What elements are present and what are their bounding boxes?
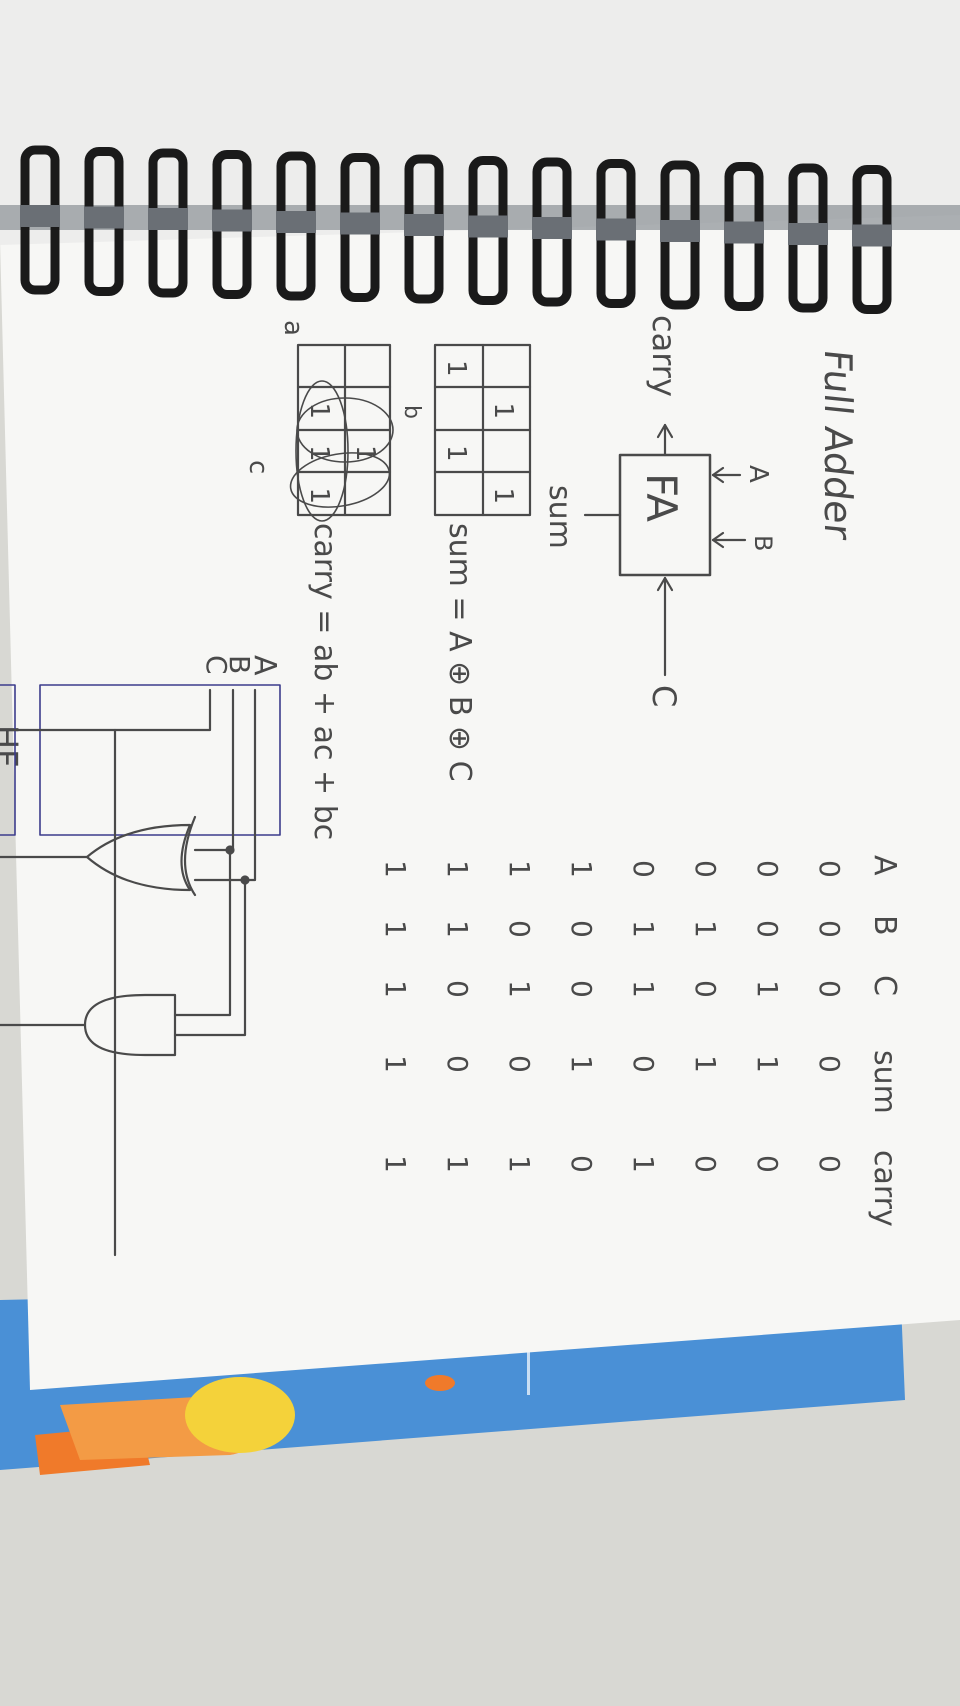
kmap-cell: 1 [441,360,471,377]
spiral-ring [532,157,572,307]
truth-table-cell: 1 [379,1055,412,1073]
truth-table-header: B [867,915,902,936]
truth-table-cell: 0 [627,860,660,878]
truth-table-cell: 0 [441,1055,474,1073]
truth-table-cell: 0 [503,920,536,938]
truth-table-cell: 1 [689,1055,722,1073]
truth-table-cell: 0 [813,980,846,998]
spiral-ring [20,145,60,295]
truth-table-cell: 1 [751,980,784,998]
spiral-ring [84,147,124,296]
full-adder-circuit: A B C HF HF [0,655,282,1257]
fa-input-b-label: B [749,535,777,551]
circuit-input-a: A [247,655,282,676]
truth-table-cell: 1 [565,1055,598,1073]
kmap-sum: 1 1 1 1 sum = A ⊕ B ⊕ C [433,343,532,782]
truth-table-header: carry [867,1150,902,1227]
fa-carry-label: carry [645,315,683,397]
truth-table-cell: 0 [813,920,846,938]
handwritten-notes: Full Adder FA A B C carry sum ABCsumcarr… [0,315,902,1257]
spiral-ring [468,156,508,305]
truth-table-cell: 1 [751,1055,784,1073]
truth-table-cell: 0 [565,920,598,938]
truth-table-cell: 0 [751,920,784,938]
half-adder-1-label: HF [0,725,25,767]
half-adder-1-box [39,684,281,836]
truth-table-cell: 1 [503,1155,536,1173]
truth-table-header: sum [867,1050,902,1114]
truth-table-cell: 1 [379,1155,412,1173]
kmap-cell: 1 [304,403,334,420]
fa-input-a-label: A [743,465,773,483]
spiral-ring [660,160,700,310]
truth-table-cell: 0 [565,980,598,998]
spiral-ring [788,163,828,313]
spiral-ring [276,151,316,301]
truth-table-cell: 0 [813,1155,846,1173]
truth-table-cell: 0 [751,860,784,878]
truth-table-cell: 1 [627,1155,660,1173]
fa-sum-label: sum [542,485,577,549]
truth-table-cell: 1 [503,980,536,998]
truth-table-cell: 0 [751,1155,784,1173]
spiral-ring [724,162,764,311]
truth-table-cell: 1 [565,860,598,878]
truth-table-cell: 1 [441,1155,474,1173]
truth-table-cell: 1 [379,920,412,938]
truth-table-cell: 0 [813,860,846,878]
notebook-page [0,0,960,1390]
half-adder-2-box [0,684,16,836]
truth-table-cell: 0 [813,1055,846,1073]
kmap-cell: 1 [304,445,334,462]
truth-table-cell: 1 [627,980,660,998]
fa-input-c-label: C [645,685,683,707]
kmap-cell: 1 [441,445,471,462]
truth-table-cell: 1 [503,860,536,878]
kmap-cell: 1 [488,403,518,420]
spiral-ring [340,153,380,302]
spiral-ring [148,148,188,298]
sum-equation: sum = A ⊕ B ⊕ C [442,523,477,782]
truth-table-header: C [867,975,902,996]
truth-table-cell: 1 [441,860,474,878]
full-adder-block: FA A B C carry sum [542,315,777,707]
circuit-input-b: B [223,655,256,674]
circuit-input-c: C [200,655,233,675]
truth-table-cell: 0 [689,980,722,998]
truth-table-cell: 1 [379,980,412,998]
truth-table-cell: 1 [441,920,474,938]
kmap-cell: 1 [304,488,334,505]
truth-table-cell: 0 [689,1155,722,1173]
page-title: Full Adder [816,347,860,542]
truth-table-header: A [867,855,902,876]
truth-table-cell: 1 [689,920,722,938]
truth-table-cell: 0 [689,860,722,878]
fa-block-label: FA [637,473,686,522]
truth-table-cell: 0 [441,980,474,998]
truth-table-cell: 1 [627,920,660,938]
spiral-ring [212,150,252,299]
truth-table-cell: 0 [565,1155,598,1173]
spiral-binding [0,145,960,314]
kmap-cell: 1 [488,488,518,505]
kmap-label-c: c [243,460,273,474]
kmap-label-a: a [278,320,308,336]
truth-table-cell: 0 [503,1055,536,1073]
truth-table-cell: 0 [627,1055,660,1073]
spiral-ring [596,159,636,308]
kmap-label-b: b [399,405,424,419]
xor-gate-1 [85,815,197,897]
carry-equation: carry = ab + ac + bc [307,523,342,840]
spiral-ring [404,154,444,304]
truth-table-cell: 1 [379,860,412,878]
spiral-ring [852,165,892,314]
